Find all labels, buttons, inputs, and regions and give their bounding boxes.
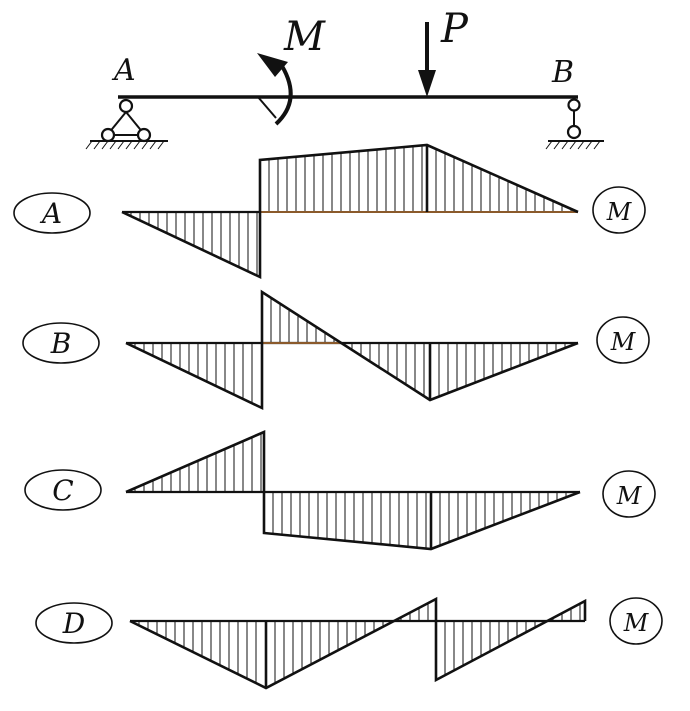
option-c-unit-circle	[602, 470, 656, 518]
option-a: A M	[13, 143, 646, 280]
option-b-hatching	[134, 297, 575, 404]
beam-schematic: A B M P	[85, 6, 604, 150]
force-label: P	[440, 6, 469, 52]
option-c-hatching	[134, 433, 576, 549]
applied-moment-icon	[257, 53, 293, 126]
option-c-moment-curve	[125, 430, 581, 551]
option-b-moment-curve	[125, 289, 579, 411]
option-b-unit-label: M	[610, 328, 637, 356]
option-d-moment-curve	[129, 596, 587, 690]
moment-label: M	[283, 14, 326, 60]
option-c-unit-label: M	[616, 482, 643, 510]
option-a-unit-circle	[592, 186, 646, 234]
option-a-moment-curve	[121, 143, 579, 280]
option-b-label: B	[50, 327, 72, 360]
option-c-label: C	[52, 474, 73, 507]
option-d-hatching	[138, 603, 581, 684]
option-d-oval	[35, 602, 113, 644]
option-d: D M	[35, 596, 663, 690]
support-a-label: A	[111, 53, 136, 88]
option-b: B M	[22, 289, 650, 411]
option-b-unit-circle	[596, 316, 650, 364]
point-load-arrow-icon	[418, 22, 436, 97]
option-a-unit-label: M	[606, 198, 633, 226]
option-a-label: A	[39, 197, 62, 230]
option-d-unit-label: M	[623, 609, 650, 637]
support-b-label: B	[551, 55, 574, 90]
option-a-oval	[13, 192, 91, 234]
option-a-hatching	[130, 145, 572, 276]
option-d-label: D	[62, 607, 85, 640]
pinned-support-a	[85, 98, 168, 150]
option-d-unit-circle	[609, 597, 663, 645]
option-c-oval	[24, 469, 102, 511]
roller-support-b	[545, 98, 604, 150]
option-c: C M	[24, 430, 656, 551]
option-b-oval	[22, 322, 100, 364]
